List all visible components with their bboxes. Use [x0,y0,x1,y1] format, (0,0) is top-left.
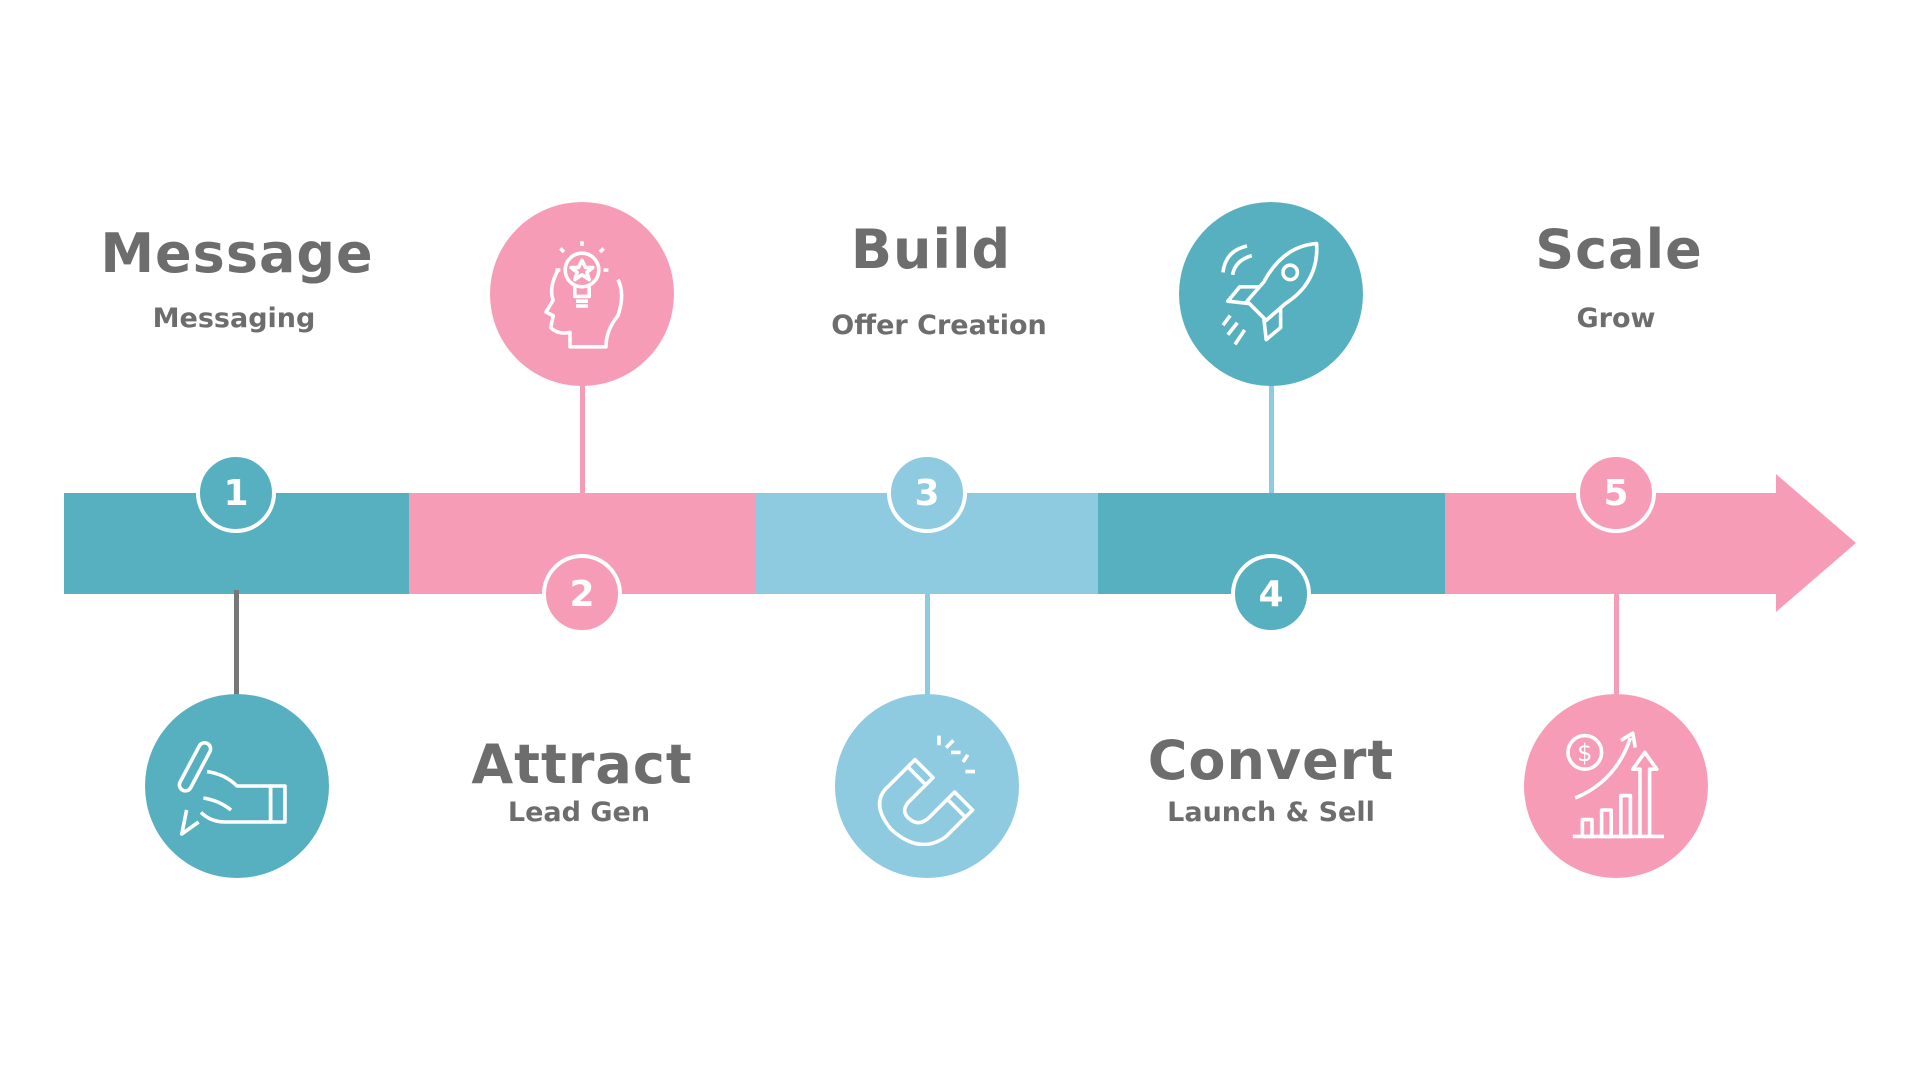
step-title-2: Attract [471,733,693,796]
icon-circle-2 [490,202,674,386]
step-subtitle-3: Offer Creation [831,310,1047,341]
step-title-1: Message [100,222,374,285]
step-number-2: 2 [542,554,622,634]
icon-circle-5: $ [1524,694,1708,878]
step-subtitle-1: Messaging [152,303,316,334]
head-lightbulb-icon [544,241,624,349]
step-number-4: 4 [1231,554,1311,634]
step-title-3: Build [850,218,1012,281]
connector-5 [1614,594,1619,696]
step-subtitle-2: Lead Gen [507,797,651,828]
rocket-icon [1221,241,1319,346]
growth-chart-dollar-icon: $ [1566,731,1664,839]
arrowhead [1776,474,1856,612]
connector-2 [580,380,585,493]
icon-circle-4 [1179,202,1363,386]
connector-4 [1269,380,1274,493]
step-number-3: 3 [887,453,967,533]
step-title-4: Convert [1147,729,1395,792]
step-subtitle-5: Grow [1576,303,1656,334]
magnet-icon [877,735,975,846]
connector-1 [234,590,239,696]
step-title-5: Scale [1535,218,1703,281]
svg-text:$: $ [1577,739,1592,767]
icon-circle-1 [145,694,329,878]
connector-3 [925,594,930,696]
step-subtitle-4: Launch & Sell [1167,797,1375,828]
step-number-5: 5 [1576,453,1656,533]
step-number-1: 1 [196,453,276,533]
icon-circle-3 [835,694,1019,878]
hand-writing-icon [177,740,287,836]
